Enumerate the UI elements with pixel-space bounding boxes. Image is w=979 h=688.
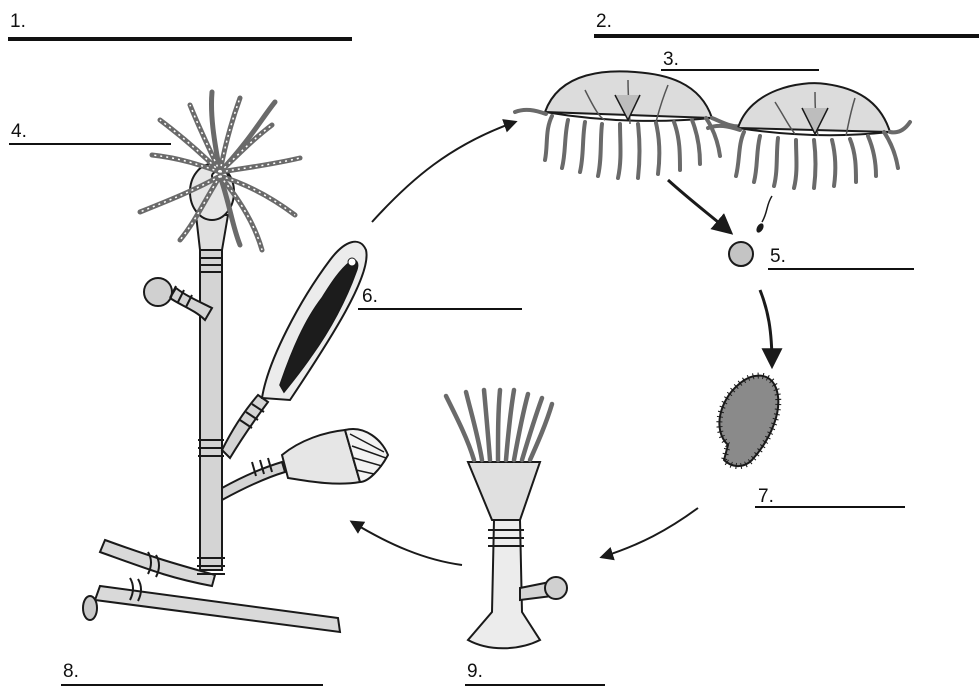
label-4: 4. (11, 122, 27, 141)
polyp-bud (144, 278, 172, 306)
planula-larva (719, 376, 778, 466)
answer-line-4[interactable] (9, 143, 171, 145)
main-stem (200, 250, 222, 570)
arrow-planula-to-polyp (602, 508, 698, 557)
label-5: 5. (770, 247, 786, 266)
answer-line-2[interactable] (594, 34, 979, 38)
label-6: 6. (362, 287, 378, 306)
feeding-polyp (140, 92, 300, 250)
medusa-left (515, 71, 742, 178)
label-7: 7. (758, 487, 774, 506)
stolon-cut-end (83, 596, 97, 620)
answer-line-9[interactable] (465, 684, 605, 686)
arrow-polyp-to-colony (352, 522, 462, 565)
medusa-right (708, 83, 910, 188)
arrow-medusa-to-zygote (668, 180, 730, 232)
sperm-cell (755, 196, 772, 234)
answer-line-6[interactable] (358, 308, 522, 310)
label-3: 3. (663, 50, 679, 69)
answer-line-1[interactable] (8, 37, 352, 41)
arrow-polyp-to-medusa (372, 122, 515, 222)
hydroid-colony (83, 92, 388, 632)
young-polyp (446, 390, 567, 648)
answer-line-8[interactable] (61, 684, 323, 686)
label-1: 1. (10, 12, 26, 31)
cycle-arrows (352, 122, 772, 565)
stolon-branch (100, 540, 215, 586)
gonozooid-stalk (222, 395, 268, 458)
answer-line-5[interactable] (768, 268, 914, 270)
answer-line-3[interactable] (661, 69, 819, 71)
label-8: 8. (63, 662, 79, 681)
answer-line-7[interactable] (755, 506, 905, 508)
label-9: 9. (467, 662, 483, 681)
zygote (729, 242, 753, 266)
label-2: 2. (596, 12, 612, 31)
arrow-zygote-to-planula (760, 290, 772, 365)
